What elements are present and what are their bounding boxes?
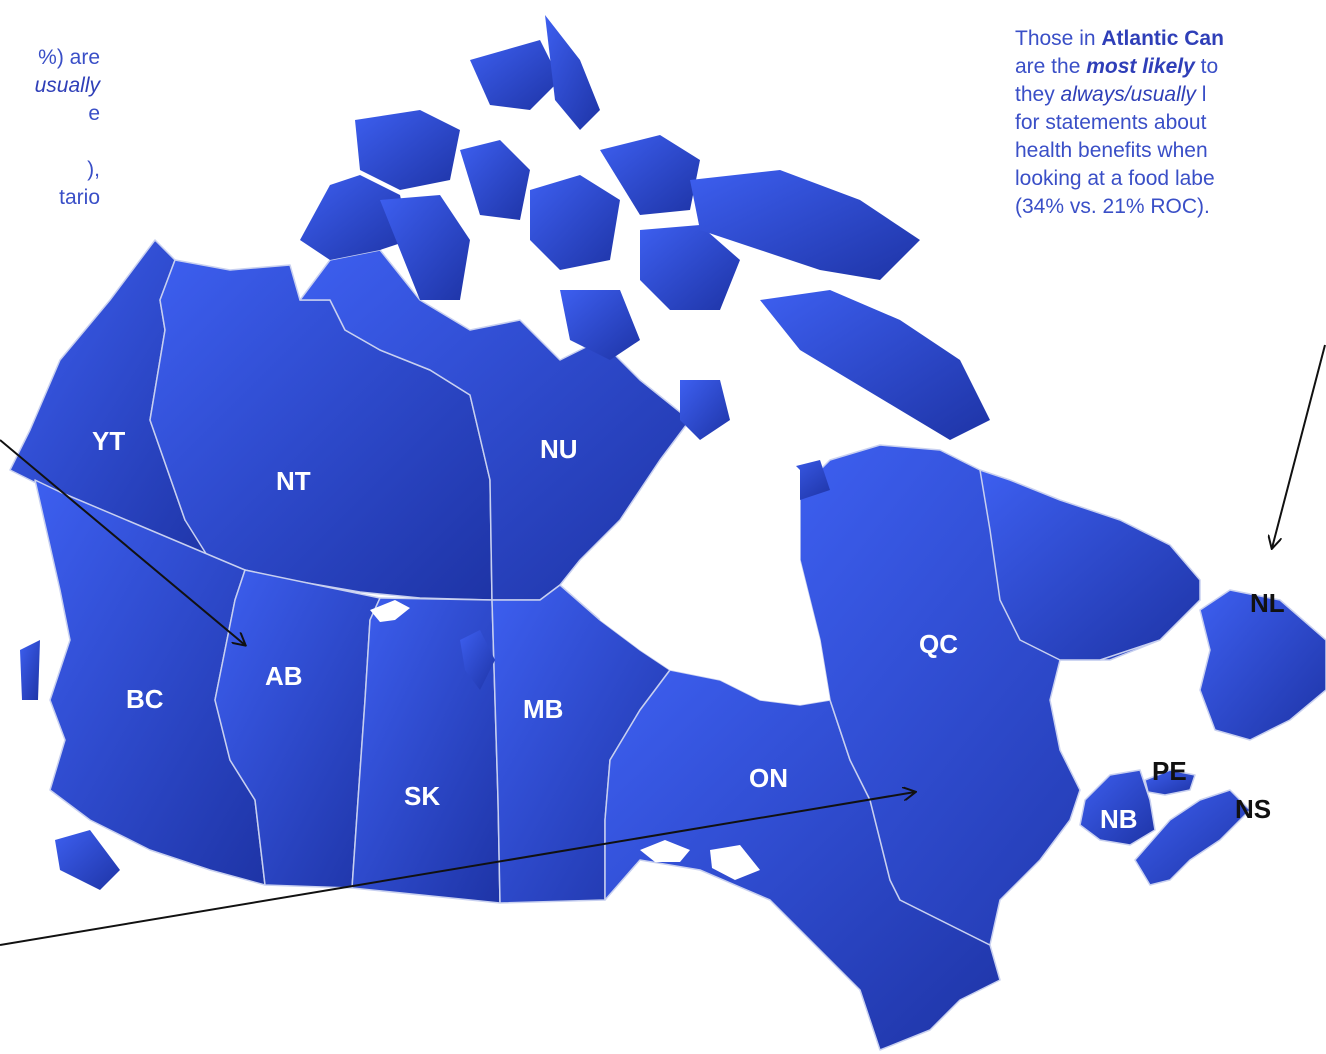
right-note-line: (34% vs. 21% ROC).: [1015, 195, 1210, 218]
arctic-island: [470, 40, 560, 110]
right-note-line: are the most likely to: [1015, 55, 1219, 78]
lake-superior: [640, 840, 690, 862]
province-nl-island[interactable]: [1199, 589, 1326, 741]
lake-huron: [710, 845, 760, 880]
arctic-island: [640, 225, 740, 310]
arctic-island: [300, 175, 410, 260]
right-note-line: Those in Atlantic Can: [1015, 27, 1224, 50]
province-nl[interactable]: [979, 469, 1201, 661]
label-qc: QC: [919, 629, 958, 659]
arrow-to-nl: [1272, 344, 1326, 548]
label-bc: BC: [126, 684, 164, 714]
province-nu[interactable]: [299, 249, 691, 601]
left-note-line: e: [88, 102, 100, 125]
label-on: ON: [749, 763, 788, 793]
right-note-line: health benefits when: [1015, 139, 1208, 162]
label-nb: NB: [1100, 804, 1138, 834]
left-note-line: ),: [87, 158, 100, 181]
label-nu: NU: [540, 434, 578, 464]
left-annotation: %) are usually e ), tario: [0, 44, 100, 212]
arctic-island: [545, 15, 600, 130]
arctic-island: [530, 175, 620, 270]
left-note-line: %) are: [38, 46, 100, 69]
arctic-island: [600, 135, 700, 215]
right-note-line: for statements about: [1015, 111, 1207, 134]
arrow-to-ab: [0, 439, 245, 645]
right-note-line: they always/usually l: [1015, 83, 1207, 106]
hudson-bay: [600, 430, 830, 705]
province-pe[interactable]: [1144, 769, 1196, 796]
label-ns: NS: [1235, 794, 1271, 824]
left-note-line: usually: [34, 74, 100, 97]
great-slave-lake: [370, 600, 410, 622]
coastal-island: [55, 830, 120, 890]
lake-island: [460, 630, 495, 690]
arctic-island: [680, 380, 730, 440]
province-nb[interactable]: [1079, 769, 1156, 846]
arrow-to-qc: [0, 792, 915, 946]
label-nt: NT: [276, 466, 311, 496]
right-annotation: Those in Atlantic Can are the most likel…: [1015, 25, 1224, 221]
arctic-island: [760, 290, 990, 440]
label-pe: PE: [1152, 756, 1187, 786]
label-nl: NL: [1250, 588, 1285, 618]
label-yt: YT: [92, 426, 125, 456]
coastal-island: [20, 640, 40, 700]
label-ab: AB: [265, 661, 303, 691]
left-note-line: tario: [59, 186, 100, 209]
right-note-line: looking at a food labe: [1015, 167, 1215, 190]
province-ns[interactable]: [1134, 789, 1251, 886]
arctic-island: [560, 290, 640, 360]
arctic-island: [460, 140, 530, 220]
label-sk: SK: [404, 781, 440, 811]
label-mb: MB: [523, 694, 563, 724]
arctic-island: [690, 170, 920, 280]
arctic-island: [380, 195, 470, 300]
arctic-island: [355, 110, 460, 190]
